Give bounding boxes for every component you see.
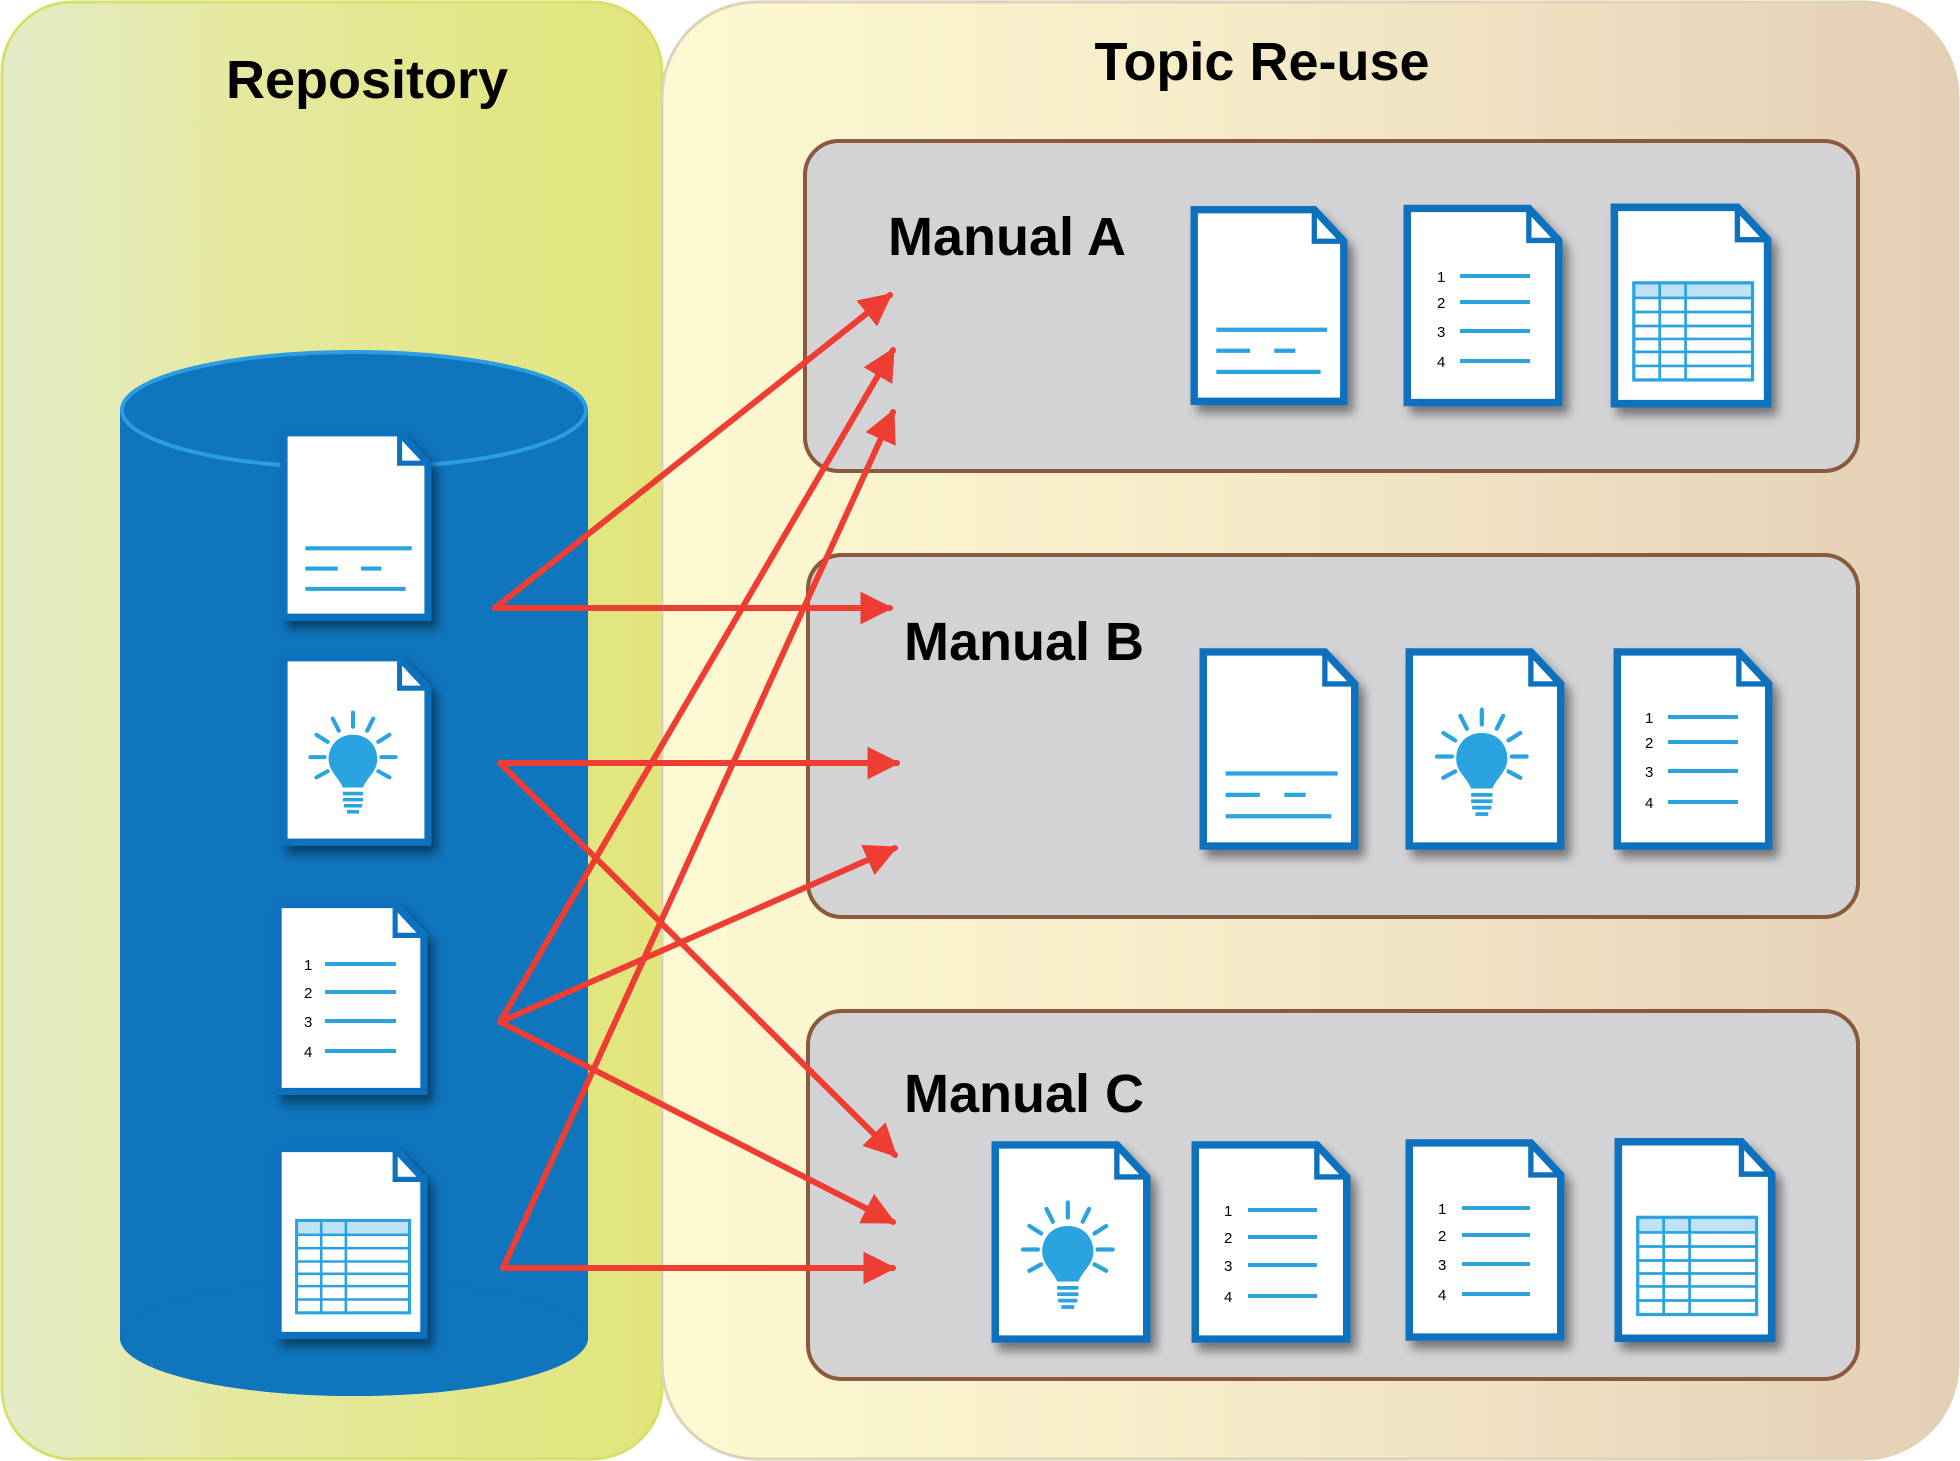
list-number: 3: [1437, 324, 1445, 341]
lightbulb-doc-icon: [995, 1145, 1146, 1339]
lightbulb-doc-icon: [1409, 652, 1560, 846]
text-doc-icon: [284, 433, 428, 617]
arrow-list-to-manual-b: [497, 844, 899, 1025]
manual-a-label: Manual A: [888, 207, 1126, 267]
list-number: 1: [1438, 1201, 1446, 1218]
text-doc-icon: [1194, 210, 1344, 402]
text-doc-icon: [1203, 652, 1354, 846]
arrow-list-to-manual-c: [497, 1019, 896, 1225]
list-number: 4: [304, 1044, 312, 1061]
arrow-table-to-manual-a: [500, 408, 896, 1271]
list-number: 3: [304, 1014, 312, 1031]
numbered-list-doc-icon: 1 2 3 4: [1195, 1145, 1346, 1339]
list-number: 4: [1438, 1287, 1446, 1304]
list-number: 1: [1645, 710, 1653, 727]
table-doc-icon: [278, 1149, 424, 1336]
list-number: 1: [1437, 269, 1445, 286]
list-number: 2: [1438, 1228, 1446, 1245]
list-number: 2: [304, 985, 312, 1002]
numbered-list-doc-icon: 1 2 3 4: [1409, 1143, 1560, 1337]
table-doc-icon: [1614, 207, 1767, 403]
reuse-arrows: [492, 292, 901, 1285]
list-number: 3: [1645, 764, 1653, 781]
arrow-bulb-to-manual-c: [497, 760, 898, 1158]
list-number: 1: [1224, 1203, 1232, 1220]
list-number: 3: [1224, 1258, 1232, 1275]
lightbulb-doc-icon: [284, 658, 428, 842]
arrow-text-to-manual-a: [492, 292, 893, 611]
list-number: 2: [1437, 295, 1445, 312]
list-number: 4: [1645, 795, 1653, 812]
list-number: 2: [1645, 735, 1653, 752]
list-number: 2: [1224, 1230, 1232, 1247]
numbered-list-doc-icon: 1 2 3 4: [278, 905, 424, 1092]
topic-reuse-title: Topic Re-use: [1094, 32, 1429, 92]
manual-b-label: Manual B: [904, 612, 1144, 672]
manual-c-label: Manual C: [904, 1064, 1144, 1124]
list-number: 1: [304, 957, 312, 974]
list-number: 4: [1437, 354, 1445, 371]
list-number: 4: [1224, 1289, 1232, 1306]
arrow-list-to-manual-a: [497, 347, 896, 1025]
repository-title: Repository: [226, 50, 508, 110]
numbered-list-doc-icon: 1 2 3 4: [1617, 652, 1768, 846]
numbered-list-doc-icon: 1 2 3 4: [1407, 208, 1558, 402]
list-number: 3: [1438, 1257, 1446, 1274]
table-doc-icon: [1618, 1142, 1771, 1339]
